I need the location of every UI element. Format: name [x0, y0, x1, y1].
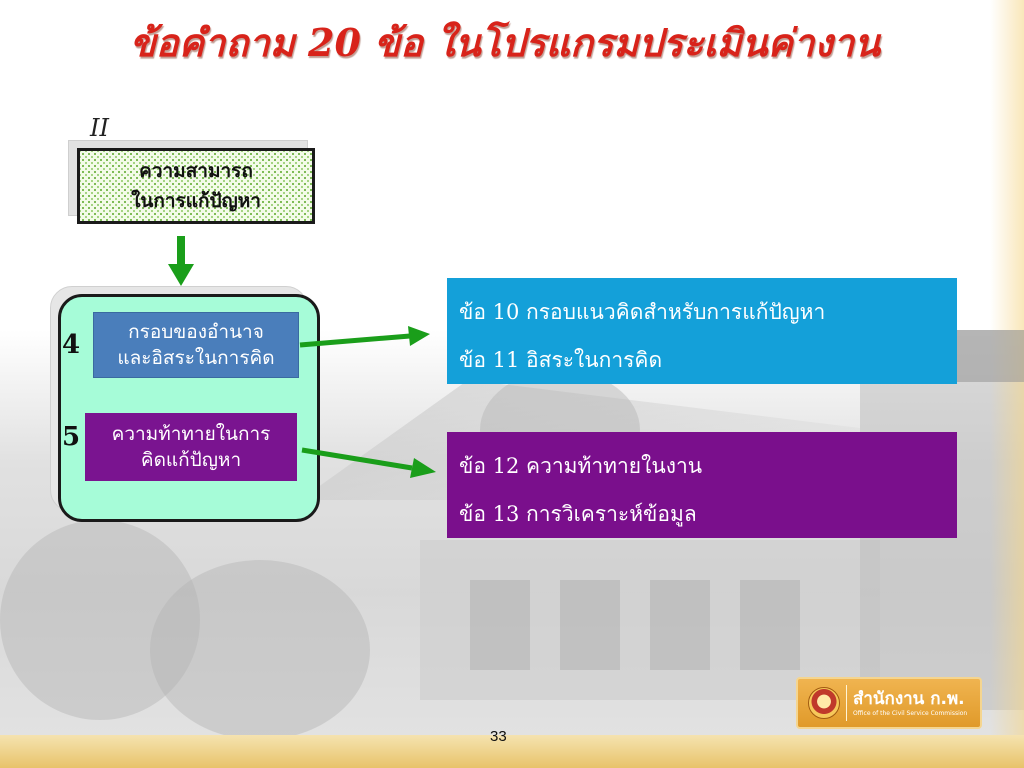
factor-box-challenge: ความท้าทายในการ คิดแก้ปัญหา [85, 413, 297, 481]
question-card-12-13: ข้อ 12 ความท้าทายในงาน ข้อ 13 การวิเคราะ… [447, 432, 957, 538]
question-line: ข้อ 12 ความท้าทายในงาน [459, 454, 703, 478]
factor-box-challenge-line2: คิดแก้ปัญหา [140, 449, 242, 471]
factor-box-authority-line1: กรอบของอำนาจ [128, 321, 264, 343]
background-wall [420, 540, 880, 700]
decorative-edge [990, 0, 1024, 768]
logo-divider [846, 685, 847, 721]
card-shadow [956, 330, 1024, 382]
background-window [650, 580, 710, 670]
problem-solving-box: ความสามารถ ในการแก้ปัญหา [77, 148, 315, 224]
down-arrow-icon [168, 236, 194, 286]
question-line: ข้อ 11 อิสระในการคิด [459, 348, 663, 372]
logo-sub-text: Office of the Civil Service Commission [853, 709, 968, 717]
logo-main-text: สำนักงาน ก.พ. [853, 688, 965, 709]
background-tree [0, 520, 200, 720]
problem-solving-line2: ในการแก้ปัญหา [131, 190, 261, 212]
section-label: II [90, 114, 109, 142]
background-window [560, 580, 620, 670]
logo-text: สำนักงาน ก.พ. Office of the Civil Servic… [853, 689, 967, 718]
background-window [740, 580, 800, 670]
footer-band [0, 735, 1024, 768]
factor-box-challenge-line1: ความท้าทายในการ [111, 423, 271, 445]
slide-title: ข้อคำถาม 20 ข้อ ในโปรแกรมประเมินค่างาน [129, 20, 881, 65]
problem-solving-line1: ความสามารถ [139, 160, 253, 182]
ocsc-logo: สำนักงาน ก.พ. Office of the Civil Servic… [796, 677, 982, 729]
factor-box-authority: กรอบของอำนาจ และอิสระในการคิด [93, 312, 299, 378]
background-window [470, 580, 530, 670]
question-line: ข้อ 13 การวิเคราะห์ข้อมูล [459, 502, 697, 526]
background-tree [150, 560, 370, 740]
question-line: ข้อ 10 กรอบแนวคิดสำหรับการแก้ปัญหา [459, 300, 826, 324]
item-number-5: 5 [62, 422, 81, 452]
page-number: 33 [490, 728, 507, 745]
question-card-10-11: ข้อ 10 กรอบแนวคิดสำหรับการแก้ปัญหา ข้อ 1… [447, 278, 957, 384]
seal-icon [808, 687, 840, 719]
item-number-4: 4 [62, 330, 81, 360]
factor-box-authority-line2: และอิสระในการคิด [117, 347, 275, 369]
